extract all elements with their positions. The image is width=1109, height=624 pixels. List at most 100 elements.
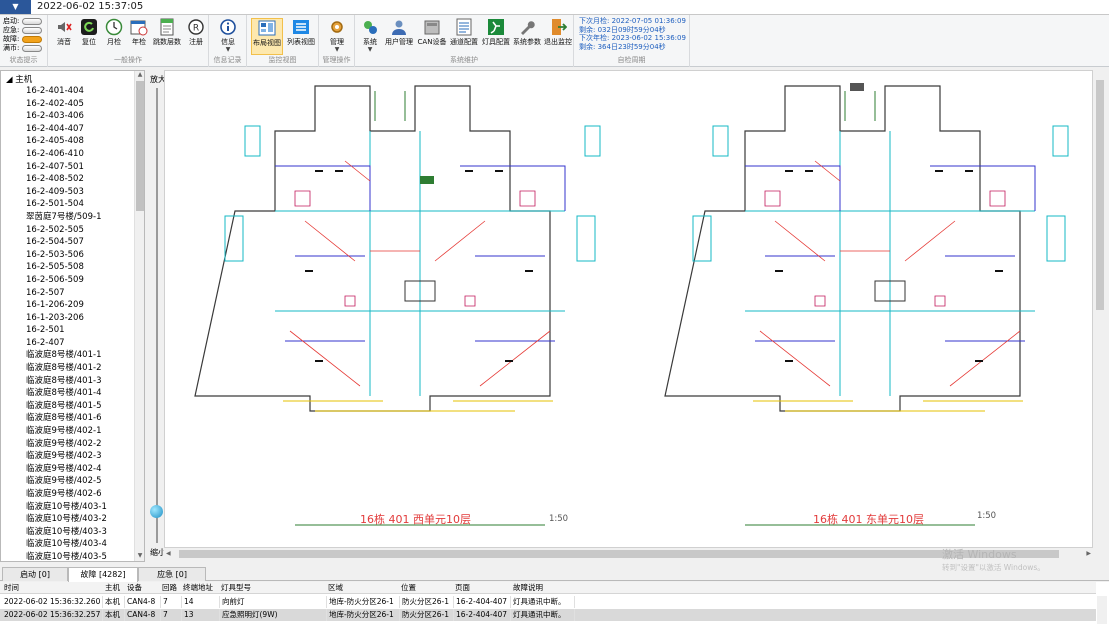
tree-item[interactable]: 16-2-405-408: [26, 136, 84, 147]
info-icon: [220, 19, 236, 35]
exit-monitor-button[interactable]: 退出监控: [543, 18, 573, 55]
tree-item[interactable]: 16-2-407-501: [26, 161, 84, 172]
col-host[interactable]: 主机: [105, 583, 120, 592]
channel-config-button[interactable]: 通道配置: [449, 18, 479, 55]
tab-emergency[interactable]: 应急 [0]: [138, 567, 206, 581]
status-emergency-label: 应急:: [3, 26, 20, 34]
monthly-check-button[interactable]: 月检: [103, 18, 125, 55]
table-row[interactable]: 2022-06-02 15:36:32.257 本机 CAN4-8 7 13 应…: [0, 609, 1096, 621]
system-params-button[interactable]: 系统参数: [512, 18, 542, 55]
col-device[interactable]: 设备: [127, 583, 142, 592]
cell-lamp-model: 向前灯: [220, 596, 327, 608]
tree-item[interactable]: 16-2-501-504: [26, 199, 84, 210]
next-yearly-check: 下次年检: 2023-06-02 15:36:09: [579, 34, 686, 43]
tree-item[interactable]: 临波庭8号楼/401-5: [26, 400, 102, 411]
yearly-check-button[interactable]: 年检: [128, 18, 150, 55]
canvas-vertical-scrollbar[interactable]: [1094, 70, 1106, 548]
lamp-config-button[interactable]: 灯具配置: [481, 18, 511, 55]
tree-item[interactable]: 临波庭8号楼/401-3: [26, 375, 102, 386]
tree-item[interactable]: 临波庭10号楼/403-2: [26, 514, 107, 525]
tree-item[interactable]: 临波庭9号楼/402-2: [26, 438, 102, 449]
mute-button[interactable]: 消音: [53, 18, 75, 55]
floor-plan-canvas[interactable]: 16栋 401 西单元10层 1:50 16栋 401 东单元10层 1:50: [164, 70, 1093, 548]
cell-fault-description: 灯具通讯中断。: [511, 596, 575, 608]
tree-item[interactable]: 16-2-408-502: [26, 174, 84, 185]
tree-item[interactable]: 临波庭8号楼/401-6: [26, 413, 102, 424]
can-device-button[interactable]: CAN设备: [417, 18, 447, 55]
tree-item[interactable]: 翠茵庭7号楼/509-1: [26, 211, 102, 222]
tree-item[interactable]: 16-2-507: [26, 287, 65, 298]
system-button[interactable]: 系统 ▼: [359, 18, 381, 55]
scroll-down-icon[interactable]: ▼: [137, 552, 143, 559]
list-view-button[interactable]: 列表视图: [285, 18, 317, 55]
gear-icon: [331, 21, 343, 33]
col-time[interactable]: 时间: [4, 583, 19, 592]
col-loop[interactable]: 回路: [162, 583, 177, 592]
col-fault-description[interactable]: 故障说明: [513, 583, 543, 592]
tree-item[interactable]: 临波庭10号楼/403-1: [26, 501, 107, 512]
tree-item[interactable]: 16-2-502-505: [26, 224, 84, 235]
tree-item[interactable]: 16-2-407: [26, 337, 65, 348]
tree-item[interactable]: 临波庭8号楼/401-4: [26, 388, 102, 399]
tree-item[interactable]: 16-2-505-508: [26, 262, 84, 273]
manage-operations-label: 管理操作: [322, 56, 351, 64]
zoom-slider-handle[interactable]: [150, 504, 163, 518]
tree-root-node[interactable]: ◢ 主机: [6, 73, 32, 85]
register-button[interactable]: R 注册: [185, 18, 207, 55]
tree-item[interactable]: 临波庭10号楼/403-5: [26, 551, 107, 562]
expand-toggle-icon[interactable]: ◢: [6, 75, 13, 85]
tree-scroll-thumb[interactable]: [136, 81, 144, 211]
device-tree[interactable]: ◢ 主机 16-2-401-404 16-2-402-405 16-2-403-40…: [0, 70, 145, 562]
user-management-button[interactable]: 用户管理: [383, 18, 415, 55]
tree-item[interactable]: 16-2-506-509: [26, 274, 84, 285]
east-unit-scale: 1:50: [977, 511, 997, 521]
col-location[interactable]: 位置: [401, 583, 416, 592]
col-lamp-model[interactable]: 灯具型号: [221, 583, 251, 592]
monitor-view-group: 布局视图 列表视图 监控视图: [247, 15, 319, 67]
zoom-slider-track[interactable]: [156, 88, 158, 543]
tree-item[interactable]: 16-2-403-406: [26, 111, 84, 122]
tree-item[interactable]: 临波庭9号楼/402-6: [26, 489, 102, 499]
layout-view-button[interactable]: 布局视图: [251, 18, 283, 55]
status-emergency-lamp: [22, 27, 42, 34]
tree-item[interactable]: 16-2-406-410: [26, 148, 84, 159]
manage-button[interactable]: 管理 ▼: [325, 18, 349, 55]
col-page[interactable]: 页面: [455, 583, 470, 592]
canvas-horizontal-thumb[interactable]: [179, 550, 1059, 558]
tree-item[interactable]: 16-2-402-405: [26, 98, 84, 109]
tree-item[interactable]: 临波庭9号楼/402-3: [26, 451, 102, 462]
tree-item[interactable]: 16-2-401-404: [26, 86, 84, 96]
tree-item[interactable]: 临波庭10号楼/403-3: [26, 526, 107, 537]
tree-item[interactable]: 16-1-203-206: [26, 312, 84, 323]
tree-item[interactable]: 临波庭8号楼/401-1: [26, 350, 102, 361]
scroll-right-icon[interactable]: ▶: [1086, 550, 1091, 557]
tree-item[interactable]: 16-2-409-503: [26, 186, 84, 197]
tree-item[interactable]: 16-2-503-506: [26, 249, 84, 260]
table-row[interactable]: 2022-06-02 15:36:32.260 本机 CAN4-8 7 14 向…: [0, 596, 1096, 608]
east-unit-caption: 16栋 401 东单元10层: [813, 513, 924, 526]
app-menu-button[interactable]: ▼: [0, 0, 31, 14]
col-zone[interactable]: 区域: [328, 583, 343, 592]
tree-item[interactable]: 16-1-206-209: [26, 300, 84, 311]
canvas-horizontal-scrollbar[interactable]: ◀ ▶: [164, 548, 1093, 560]
tree-item[interactable]: 16-2-404-407: [26, 123, 84, 134]
info-button[interactable]: 信息 ▼: [217, 18, 239, 55]
table-scrollbar[interactable]: [1097, 596, 1107, 624]
scroll-left-icon[interactable]: ◀: [166, 550, 171, 557]
tree-item[interactable]: 临波庭9号楼/402-1: [26, 426, 102, 437]
tree-item[interactable]: 16-2-504-507: [26, 237, 84, 248]
tab-start[interactable]: 启动 [0]: [2, 567, 68, 581]
jump-floor-button[interactable]: 跳数层数: [152, 18, 182, 55]
tree-item[interactable]: 临波庭10号楼/403-4: [26, 539, 107, 550]
col-terminal-address[interactable]: 终端地址: [183, 583, 213, 592]
reset-button[interactable]: 复位: [78, 18, 100, 55]
tab-fault[interactable]: 故障 [4282]: [68, 567, 138, 582]
tree-item[interactable]: 临波庭9号楼/402-4: [26, 463, 102, 474]
tree-item[interactable]: 临波庭8号楼/401-2: [26, 363, 102, 374]
scroll-up-icon[interactable]: ▲: [137, 71, 143, 78]
floor-plan-east-unit: [664, 83, 1069, 412]
tree-item[interactable]: 16-2-501: [26, 325, 65, 336]
tree-scrollbar[interactable]: ▲ ▼: [134, 71, 144, 561]
canvas-vertical-thumb[interactable]: [1096, 80, 1104, 310]
tree-item[interactable]: 临波庭9号楼/402-5: [26, 476, 102, 487]
